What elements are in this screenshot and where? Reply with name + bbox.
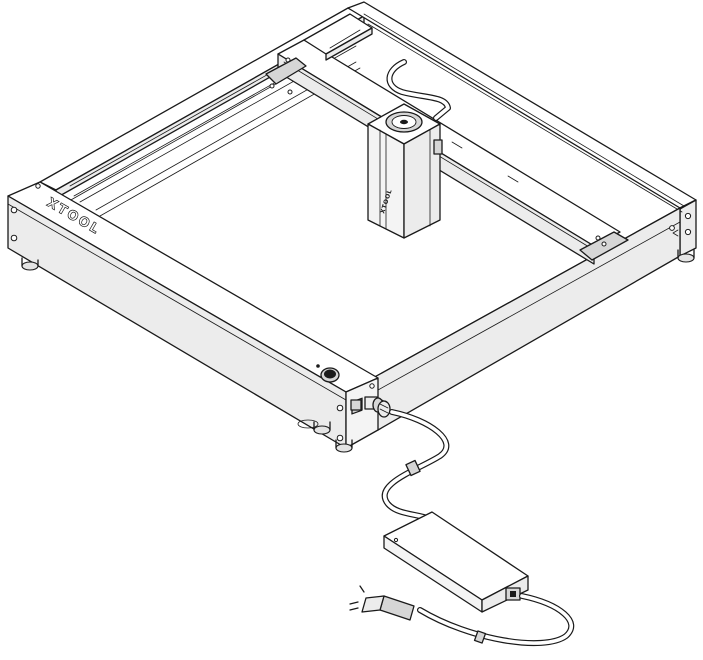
foot-front-left: [21, 257, 39, 271]
dc-port-icon[interactable]: [350, 396, 391, 418]
power-cable: [381, 409, 450, 529]
fan-icon: [385, 111, 423, 133]
gantry-inner-rail: [303, 13, 373, 61]
ac-power-cord: [417, 593, 575, 647]
power-button-icon[interactable]: [316, 364, 340, 383]
gantry-beam: [265, 39, 629, 265]
foot-middle: [297, 419, 331, 435]
power-adapter: [383, 511, 529, 613]
plug-icon: [349, 585, 415, 621]
drag-cable-loop: [386, 59, 451, 121]
laser-module: XTOOL: [367, 103, 443, 239]
foot-front: [335, 439, 353, 453]
left-front-panel: XTOOL: [7, 181, 379, 449]
feet: [21, 249, 695, 453]
foot-right: [677, 249, 695, 263]
